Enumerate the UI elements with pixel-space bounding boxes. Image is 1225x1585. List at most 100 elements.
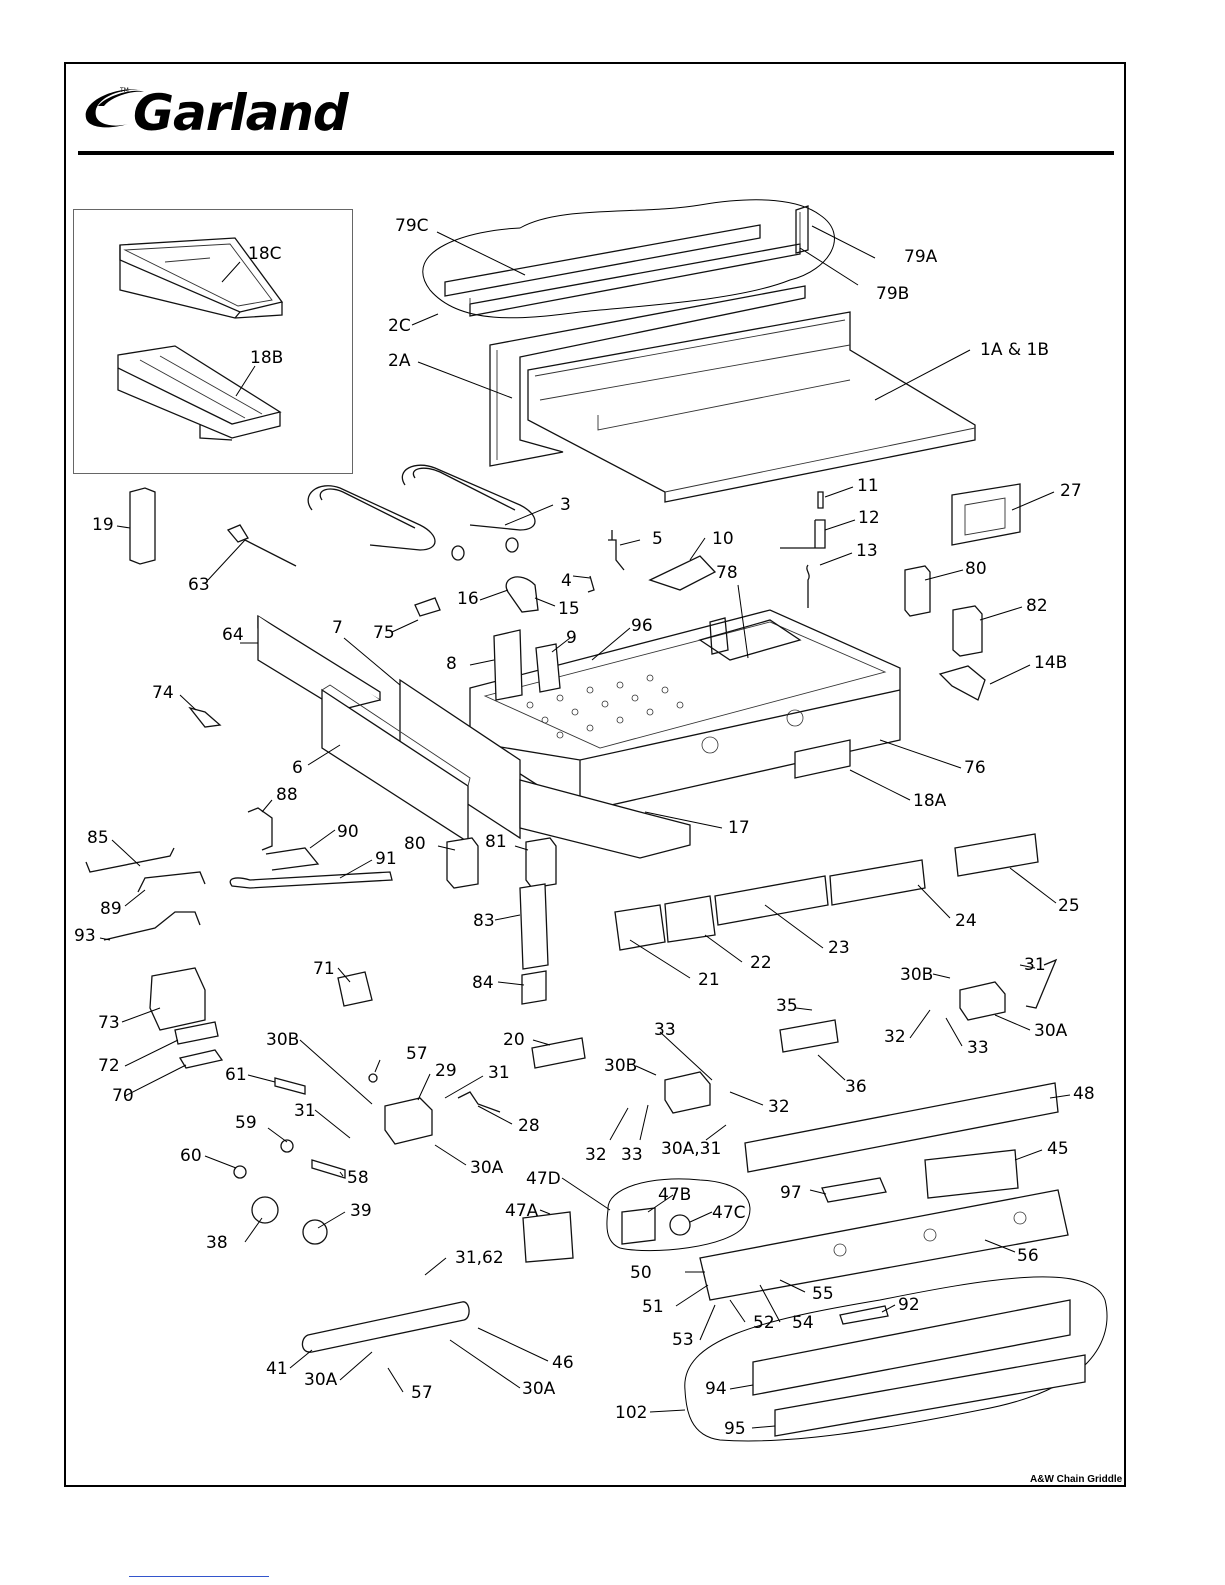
part-22-rail xyxy=(664,895,716,943)
callout-88: 88 xyxy=(276,785,298,805)
callout-64: 64 xyxy=(222,625,244,645)
part-27-cover xyxy=(951,483,1021,546)
part-75-clip xyxy=(414,597,441,617)
part-17-tray xyxy=(519,779,691,859)
callout-38: 38 xyxy=(206,1233,228,1253)
part-64-panel-face xyxy=(257,616,381,711)
part-3-burners xyxy=(307,464,536,561)
callout-47d: 47D xyxy=(526,1169,561,1189)
part-47a-box xyxy=(522,1211,574,1263)
part-45-window xyxy=(924,1149,1019,1199)
callout-54: 54 xyxy=(792,1313,814,1333)
callout-31-62: 31,62 xyxy=(455,1248,504,1268)
callout-39: 39 xyxy=(350,1201,372,1221)
callout-80-top: 80 xyxy=(965,559,987,579)
callout-4: 4 xyxy=(561,571,572,591)
part-82-relay xyxy=(952,605,983,657)
callout-2c: 2C xyxy=(388,316,411,336)
callout-75: 75 xyxy=(373,623,395,643)
part-8-post xyxy=(493,629,523,701)
callout-36: 36 xyxy=(845,1077,867,1097)
callout-28: 28 xyxy=(518,1116,540,1136)
part-72-plate xyxy=(174,1021,219,1045)
part-valve-right xyxy=(959,981,1006,1021)
callout-24: 24 xyxy=(955,911,977,931)
callout-30a-31: 30A,31 xyxy=(661,1139,722,1159)
callout-8: 8 xyxy=(446,654,457,674)
part-79b-channel xyxy=(469,243,801,317)
part-valve-middle xyxy=(664,1071,711,1114)
callout-59: 59 xyxy=(235,1113,257,1133)
part-80-relay xyxy=(446,837,479,889)
callout-53: 53 xyxy=(672,1330,694,1350)
callout-18b: 18B xyxy=(250,348,284,368)
callout-32-lower-middle: 32 xyxy=(585,1145,607,1165)
callout-76: 76 xyxy=(964,758,986,778)
part-58-nipple xyxy=(311,1159,346,1179)
callout-13: 13 xyxy=(856,541,878,561)
callout-25: 25 xyxy=(1058,896,1080,916)
callout-11: 11 xyxy=(857,476,879,496)
callout-50: 50 xyxy=(630,1263,652,1283)
callout-79b: 79B xyxy=(876,284,910,304)
callout-85: 85 xyxy=(87,828,109,848)
part-19-bracket xyxy=(129,487,156,565)
part-47b-plate xyxy=(621,1207,656,1245)
callout-30a-left: 30A xyxy=(470,1158,504,1178)
callout-95: 95 xyxy=(724,1419,746,1439)
callout-63: 63 xyxy=(188,575,210,595)
callout-61: 61 xyxy=(225,1065,247,1085)
callout-45: 45 xyxy=(1047,1139,1069,1159)
part-21-rail xyxy=(614,904,666,951)
part-78-channel xyxy=(709,617,729,655)
callout-32-middle: 32 xyxy=(768,1097,790,1117)
callout-48: 48 xyxy=(1073,1084,1095,1104)
callout-1a-1b: 1A & 1B xyxy=(980,340,1049,360)
callout-30a-bottom-left: 30A xyxy=(304,1370,338,1390)
part-94-panel xyxy=(752,1299,1071,1396)
part-73-box xyxy=(149,967,206,1031)
callout-81: 81 xyxy=(485,832,507,852)
part-59-fitting xyxy=(280,1139,294,1153)
callout-74: 74 xyxy=(152,683,174,703)
callout-30b-middle: 30B xyxy=(604,1056,638,1076)
part-31-tube-right xyxy=(1025,958,1058,1009)
part-79c-channel xyxy=(444,224,761,297)
part-92-clip xyxy=(839,1305,889,1325)
part-14b-bracket xyxy=(938,665,986,701)
callout-57-top: 57 xyxy=(406,1044,428,1064)
part-96-main-chassis xyxy=(469,609,901,813)
callout-5: 5 xyxy=(652,529,663,549)
svg-text:TM: TM xyxy=(119,87,129,94)
part-18b-tray xyxy=(117,345,282,441)
part-11-pin xyxy=(817,491,824,509)
part-71-switch xyxy=(337,971,373,1007)
part-23-rail xyxy=(714,875,829,926)
callout-96: 96 xyxy=(631,616,653,636)
callout-93: 93 xyxy=(74,926,96,946)
callout-52: 52 xyxy=(753,1313,775,1333)
part-85-rod xyxy=(85,847,175,873)
part-39-fitting xyxy=(302,1219,328,1245)
callout-79a: 79A xyxy=(904,247,938,267)
part-12-tube xyxy=(780,519,826,549)
part-81-relay xyxy=(525,837,557,889)
callout-17: 17 xyxy=(728,818,750,838)
diagram-caption: A&W Chain Griddle xyxy=(1030,1474,1123,1485)
callout-31-left: 31 xyxy=(488,1063,510,1083)
callout-58: 58 xyxy=(347,1168,369,1188)
cloud-2c xyxy=(422,199,835,319)
part-24-rail xyxy=(829,859,926,906)
part-60-fitting xyxy=(233,1165,247,1179)
callout-20: 20 xyxy=(503,1030,525,1050)
part-70-plate xyxy=(178,1049,224,1069)
callout-47c: 47C xyxy=(712,1203,746,1223)
callout-19: 19 xyxy=(92,515,114,535)
callout-6: 6 xyxy=(292,758,303,778)
part-25-rail xyxy=(954,833,1039,877)
part-41-manifold xyxy=(301,1301,470,1353)
callout-83: 83 xyxy=(473,911,495,931)
callout-80: 80 xyxy=(404,834,426,854)
callout-18a: 18A xyxy=(913,791,947,811)
part-5-electrode xyxy=(608,530,625,571)
